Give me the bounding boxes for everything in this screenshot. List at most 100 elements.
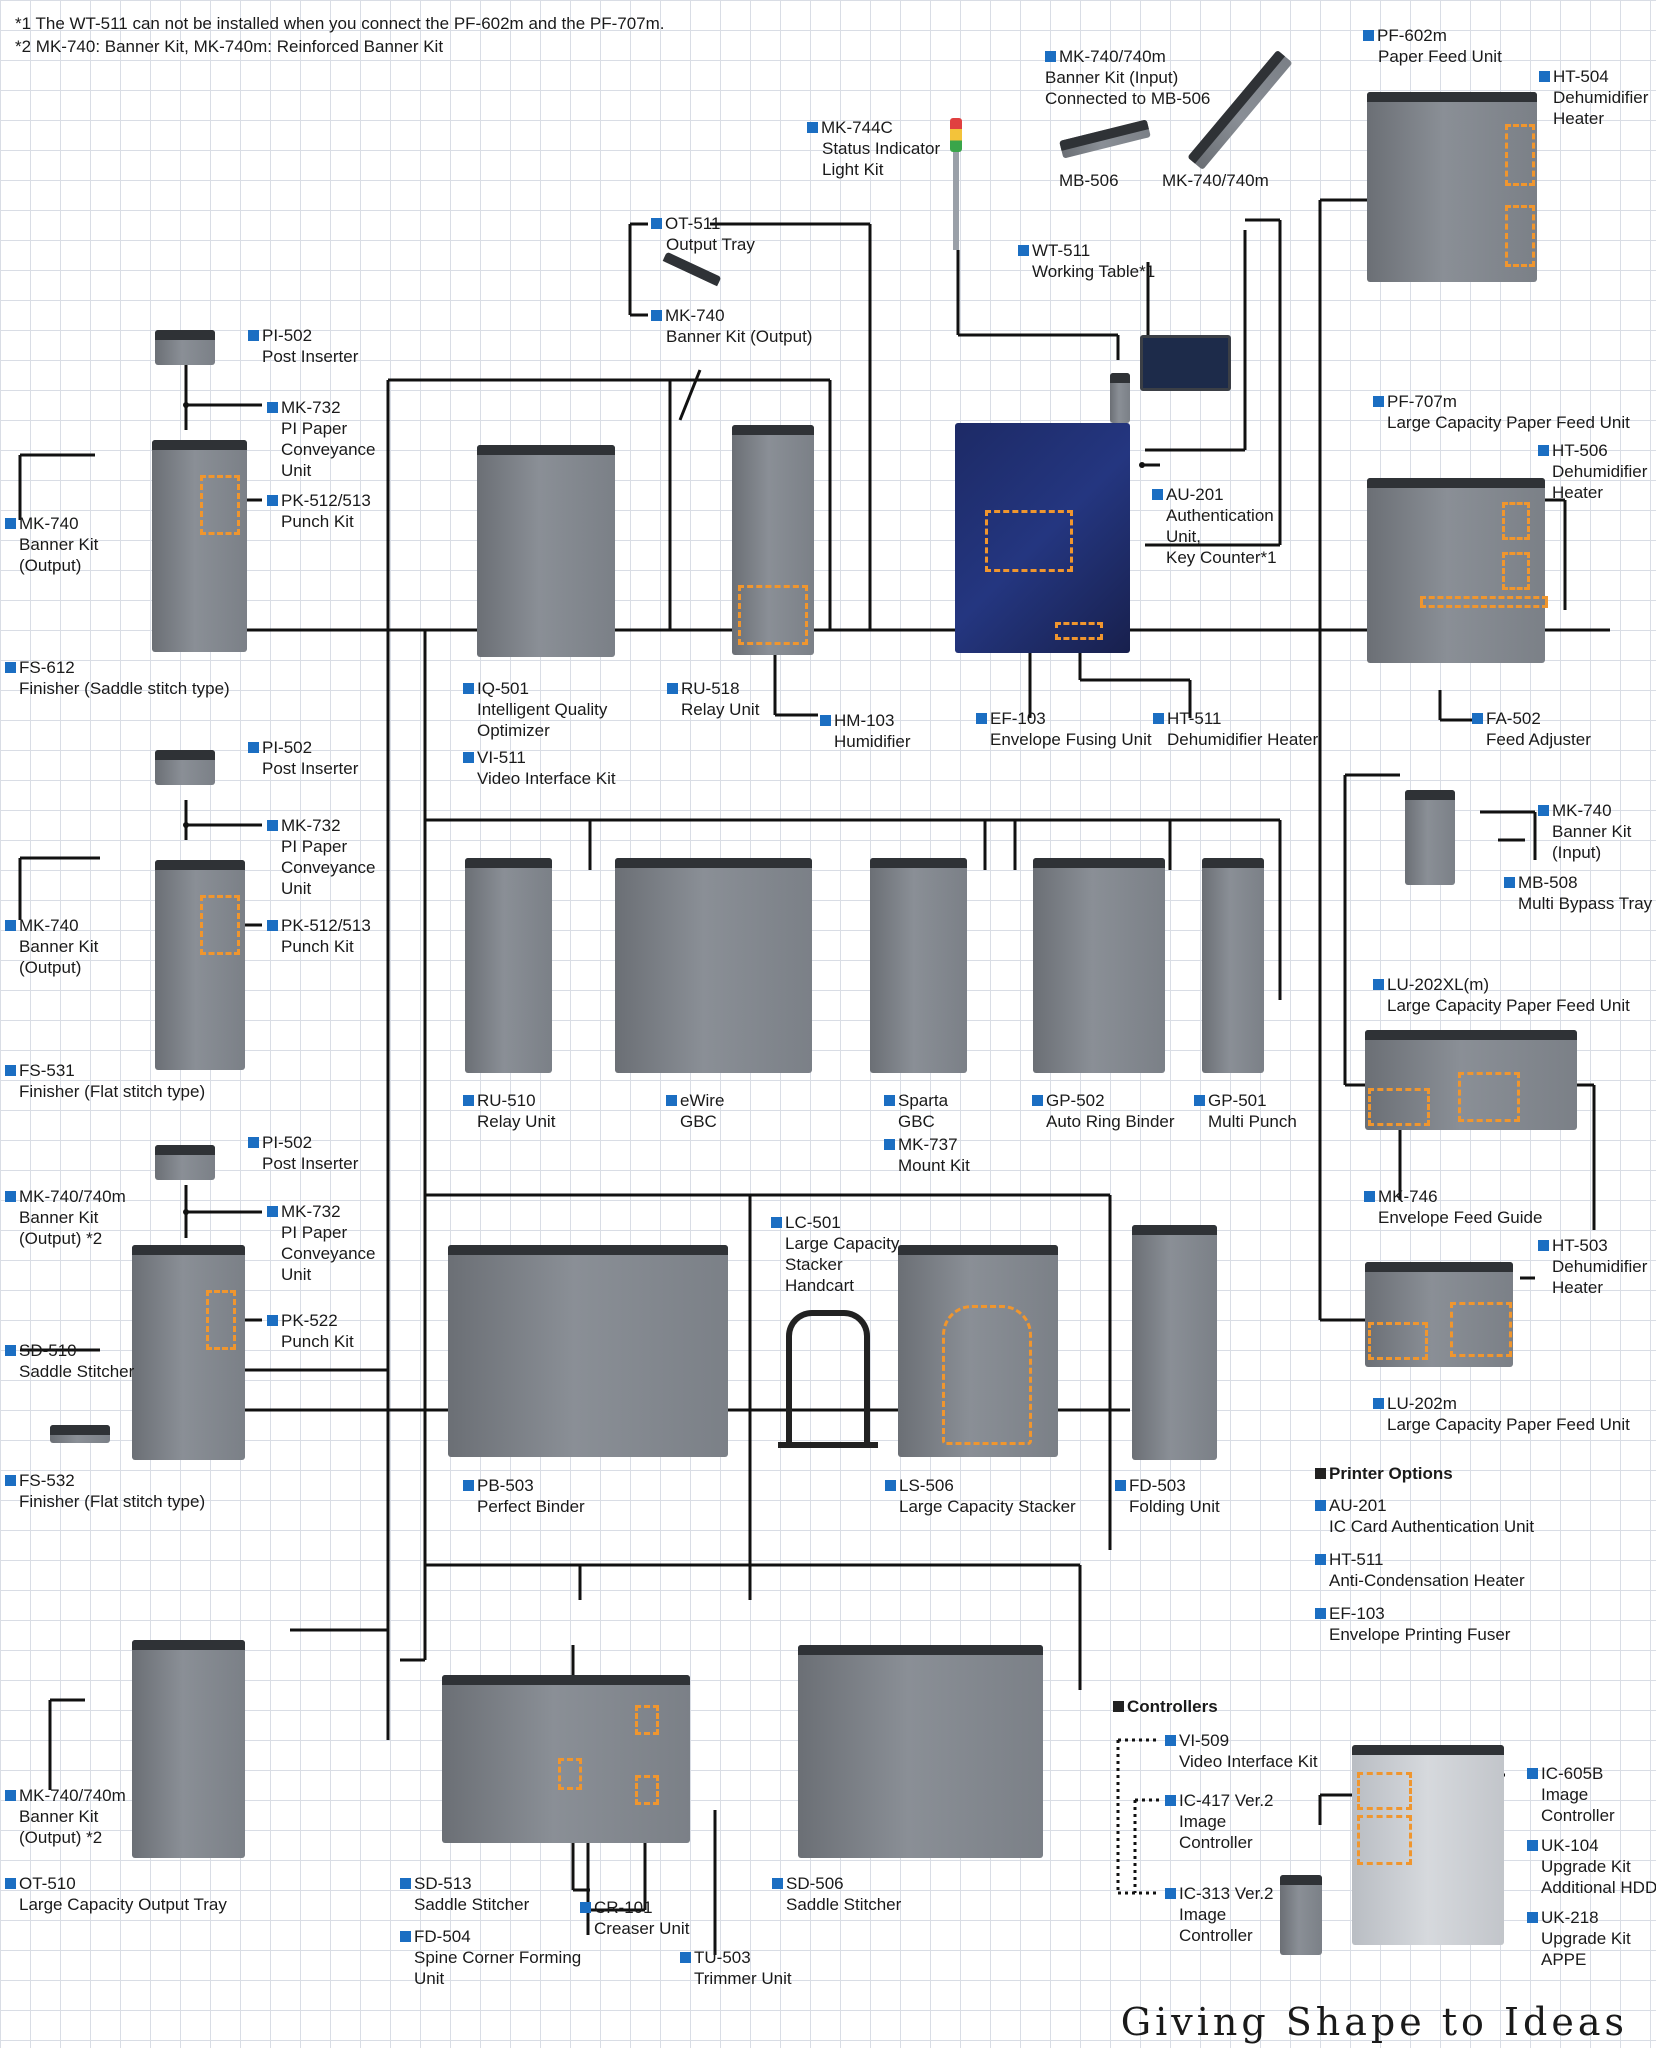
printer-options-heading: Printer Options — [1315, 1464, 1453, 1484]
ic417-highlight — [1357, 1772, 1412, 1810]
sd510-illustration — [50, 1425, 110, 1443]
footnote-1: *1 The WT-511 can not be installed when … — [15, 14, 665, 33]
fs531-illustration — [155, 860, 245, 1070]
cr101-highlight — [635, 1705, 659, 1735]
hm103-highlight — [738, 585, 808, 645]
label-mb506: MB-506 — [1059, 171, 1119, 190]
fa502-highlight — [1420, 596, 1548, 608]
ic605b-highlight — [1357, 1815, 1412, 1865]
lc501-base — [778, 1442, 878, 1448]
pk512-highlight-1 — [200, 475, 240, 535]
fd503-illustration — [1132, 1225, 1217, 1460]
lu202m-illustration — [1365, 1262, 1513, 1367]
pf707m-illustration — [1367, 478, 1545, 663]
ru518-illustration — [732, 425, 814, 655]
lc501-highlight — [942, 1305, 1032, 1445]
controller-printer-illustration — [1352, 1745, 1504, 1945]
label-mk740-arm: MK-740/740m — [1162, 171, 1269, 190]
status-light-pole — [953, 150, 959, 250]
main-printer-illustration — [955, 423, 1130, 653]
sparta-illustration — [870, 858, 967, 1073]
wt511-illustration — [1110, 373, 1130, 423]
status-light-icon — [950, 118, 962, 152]
ht506-highlight-2 — [1502, 552, 1530, 590]
tagline: Giving Shape to Ideas — [1120, 2000, 1628, 2044]
tu503-highlight — [635, 1775, 659, 1805]
pf602m-illustration — [1367, 92, 1537, 282]
lu202m-highlight — [1368, 1322, 1428, 1360]
control-panel-illustration — [1140, 335, 1231, 391]
pi502-illustration-3 — [155, 1145, 215, 1180]
ht511-highlight — [1055, 622, 1103, 640]
fs532-illustration — [132, 1245, 245, 1460]
ru510-illustration — [465, 858, 552, 1073]
ht504-highlight — [1505, 124, 1535, 186]
pk522-highlight — [206, 1290, 236, 1350]
ewire-illustration — [615, 858, 812, 1073]
pk512-highlight-2 — [200, 895, 240, 955]
iq501-illustration — [477, 445, 615, 657]
footnote-2: *2 MK-740: Banner Kit, MK-740m: Reinforc… — [15, 37, 444, 56]
lc501-illustration — [786, 1310, 870, 1442]
pi502-illustration-2 — [155, 750, 215, 785]
mb508-illustration — [1405, 790, 1455, 885]
controllers-heading: Controllers — [1113, 1697, 1218, 1717]
lu202xl-highlight-2 — [1458, 1072, 1520, 1122]
gp501-illustration — [1202, 858, 1264, 1073]
pi502-illustration-1 — [155, 330, 215, 365]
ic313-illustration — [1280, 1875, 1322, 1955]
fd504-highlight — [558, 1758, 582, 1790]
